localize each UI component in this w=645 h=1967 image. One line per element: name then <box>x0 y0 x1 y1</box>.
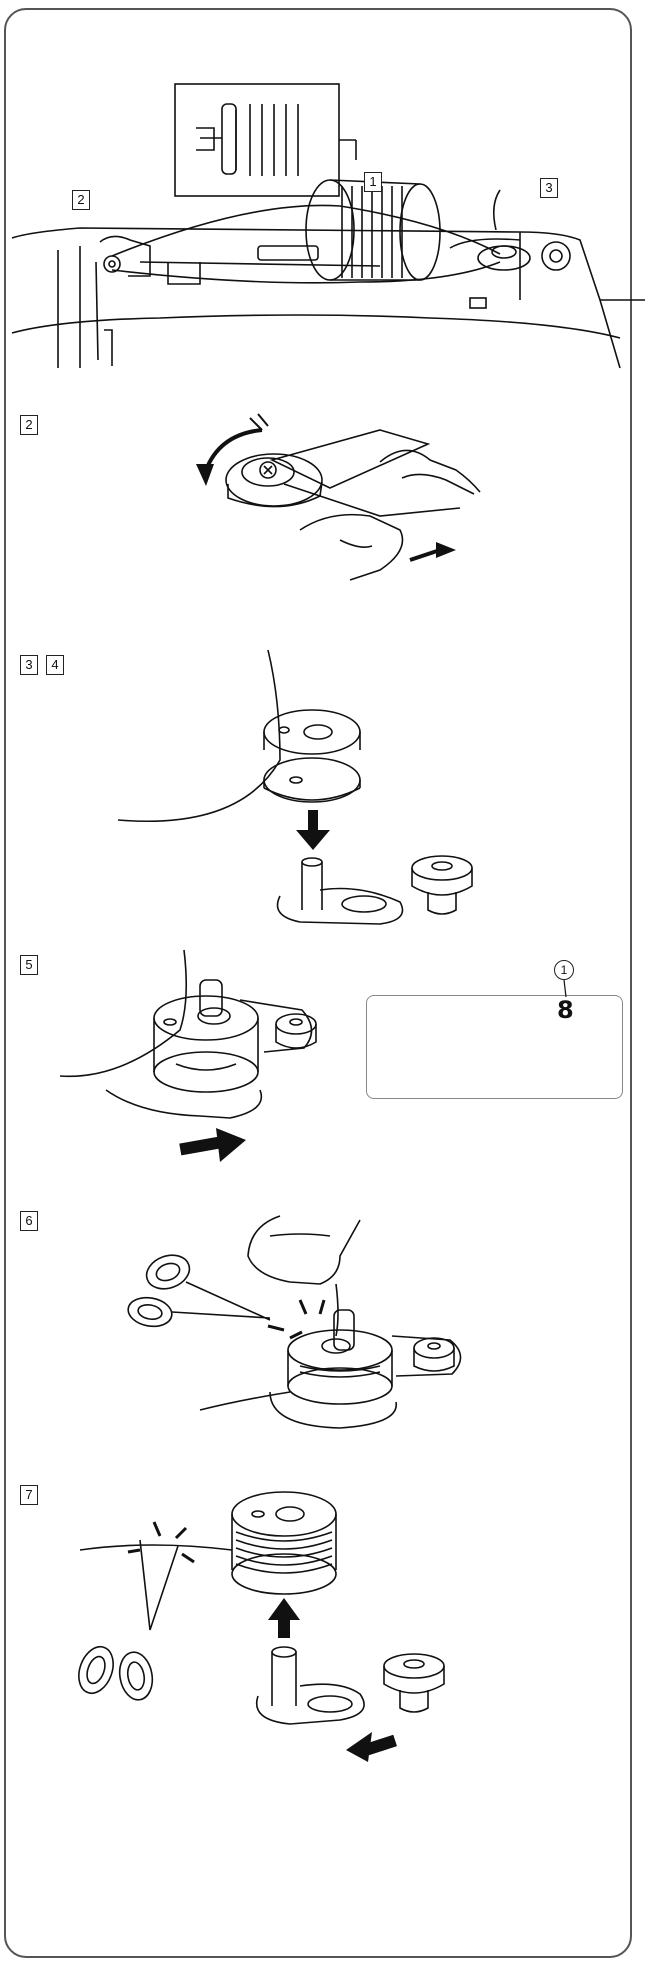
panel-step-7: 7 <box>0 1470 645 1770</box>
callout-3: 3 <box>540 178 558 198</box>
step-6-illustration <box>0 1196 645 1456</box>
hand-icon <box>380 450 480 494</box>
hand-icon <box>248 1216 360 1284</box>
arrow-icon <box>216 1128 246 1162</box>
panel-step-2: 2 <box>0 400 645 620</box>
scissors-icon <box>73 1540 178 1702</box>
step-2-illustration <box>0 400 645 620</box>
winder-plate <box>272 430 428 488</box>
thread-line <box>118 650 280 821</box>
panel-step-3-4: 3 4 <box>0 640 645 940</box>
panel-machine-top: 1 2 3 <box>0 0 645 380</box>
arrow-icon <box>196 464 214 486</box>
step-7-illustration <box>0 1470 645 1770</box>
step-3-4-illustration <box>0 640 645 940</box>
panel-step-6: 6 <box>0 1196 645 1456</box>
callout-2: 2 <box>72 190 90 210</box>
arrow-icon <box>296 830 330 850</box>
scissors-icon <box>126 1249 270 1329</box>
lcd-display: 8 <box>366 995 623 1099</box>
bobbin-winding-glyph: 8 <box>557 996 574 1024</box>
callout-1: 1 <box>364 172 382 192</box>
arrow-icon <box>268 1598 300 1620</box>
display-marker-1: 1 <box>554 960 574 980</box>
inset-box <box>175 84 339 196</box>
